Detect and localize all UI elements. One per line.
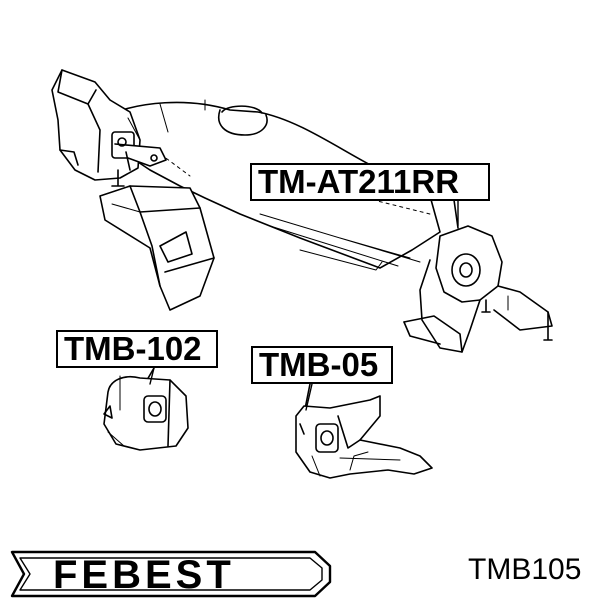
- left-mount-drawing: [103, 367, 189, 451]
- febest-logo: FEBEST: [53, 553, 235, 597]
- part-code: TMB105: [468, 553, 582, 586]
- rear-mount-drawing: [403, 199, 553, 353]
- upper-left-mount: [51, 69, 167, 187]
- right-mount-drawing: [295, 383, 433, 479]
- rear-mount-label: TM-AT211RR: [250, 163, 490, 201]
- brand-logo-frame: [10, 550, 332, 598]
- brand-logo-text: FEBEST: [53, 553, 235, 597]
- engine-body: [99, 99, 441, 271]
- right-mount-label: TMB-05: [251, 346, 393, 384]
- left-mount-label: TMB-102: [56, 330, 218, 368]
- label-leaders: [149, 200, 459, 411]
- upper-left-leader: [99, 185, 215, 311]
